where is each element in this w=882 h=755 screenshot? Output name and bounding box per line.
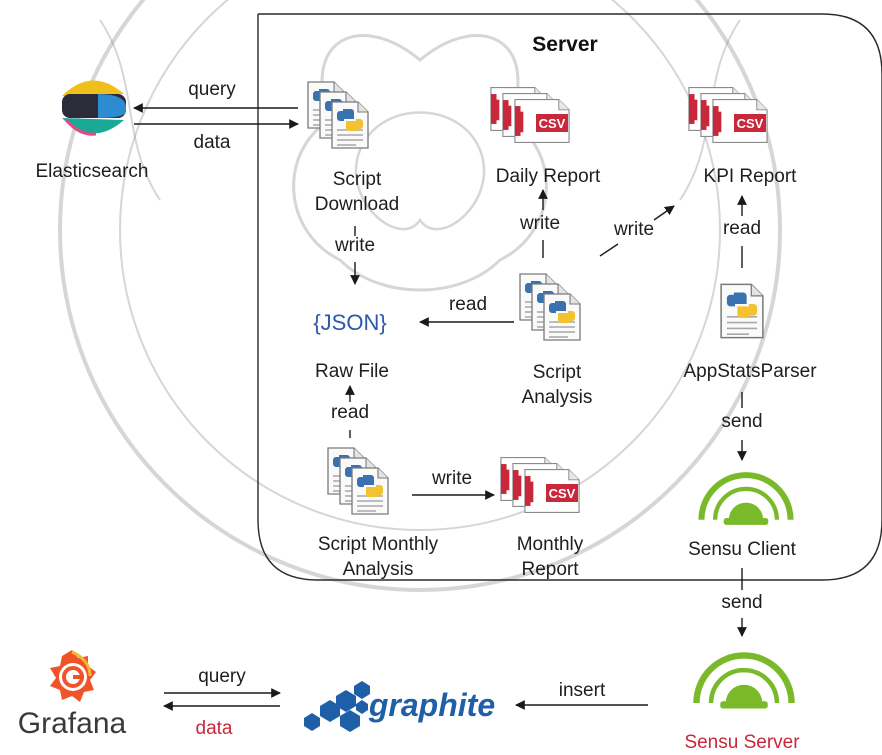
es-data-label: data xyxy=(194,132,231,153)
sensu-server-label: Sensu Server xyxy=(684,732,800,753)
raw-file-label: Raw File xyxy=(315,361,389,382)
grafana-label: Grafana xyxy=(18,707,127,740)
gf-data-label: data xyxy=(196,718,233,739)
script-download-icon xyxy=(307,81,369,149)
download-write-label: write xyxy=(334,235,375,256)
graphite-label: graphite xyxy=(368,687,495,723)
es-query-label: query xyxy=(188,79,236,100)
script-analysis-icon xyxy=(519,273,581,341)
daily-report-csv-icon: CSV xyxy=(490,86,570,144)
client-send-label: send xyxy=(721,592,762,613)
server-title: Server xyxy=(532,33,597,56)
script-analysis-label-2: Analysis xyxy=(522,387,593,408)
sensu-server-icon xyxy=(696,655,791,708)
json-icon: {JSON} xyxy=(313,310,386,335)
raw-read-label: read xyxy=(331,402,369,423)
grafana-icon xyxy=(50,650,96,702)
analysis-read-label: read xyxy=(449,294,487,315)
appstatsparser-icon xyxy=(720,283,764,339)
daily-report-label: Daily Report xyxy=(496,166,601,187)
appstatsparser-label: AppStatsParser xyxy=(683,361,817,382)
kpi-report-csv-badge: CSV xyxy=(737,116,764,131)
monthly-write-label: write xyxy=(431,468,472,489)
script-monthly-icon xyxy=(327,447,389,515)
server-boundary xyxy=(257,13,882,581)
watermark-seal xyxy=(58,0,782,592)
elasticsearch-icon xyxy=(62,80,126,136)
sensu-client-label: Sensu Client xyxy=(688,539,796,560)
script-download-label-2: Download xyxy=(315,194,400,215)
kpi-report-csv-icon: CSV xyxy=(688,86,768,144)
insert-label: insert xyxy=(559,680,606,701)
gf-query-label: query xyxy=(198,666,246,687)
sensu-client-icon xyxy=(701,475,790,525)
script-download-label-1: Script xyxy=(333,169,382,190)
elasticsearch-label: Elasticsearch xyxy=(36,161,149,182)
analysis-kpi-stub xyxy=(599,243,619,257)
monthly-report-label-2: Report xyxy=(521,559,579,580)
kpi-read-label: read xyxy=(723,218,761,239)
analysis-write-kpi-arrow xyxy=(653,205,675,221)
asp-send-label: send xyxy=(721,411,762,432)
graphite-icon xyxy=(304,681,370,732)
monthly-report-csv-badge: CSV xyxy=(549,486,576,501)
script-monthly-label-2: Analysis xyxy=(343,559,414,580)
analysis-write-daily-label: write xyxy=(519,213,560,234)
script-monthly-label-1: Script Monthly xyxy=(318,534,439,555)
monthly-report-label-1: Monthly xyxy=(517,534,584,555)
kpi-report-label: KPI Report xyxy=(704,166,798,187)
script-analysis-label-1: Script xyxy=(533,362,582,383)
monthly-report-csv-icon: CSV xyxy=(500,456,580,514)
analysis-write-kpi-label: write xyxy=(613,219,654,240)
daily-report-csv-badge: CSV xyxy=(539,116,566,131)
